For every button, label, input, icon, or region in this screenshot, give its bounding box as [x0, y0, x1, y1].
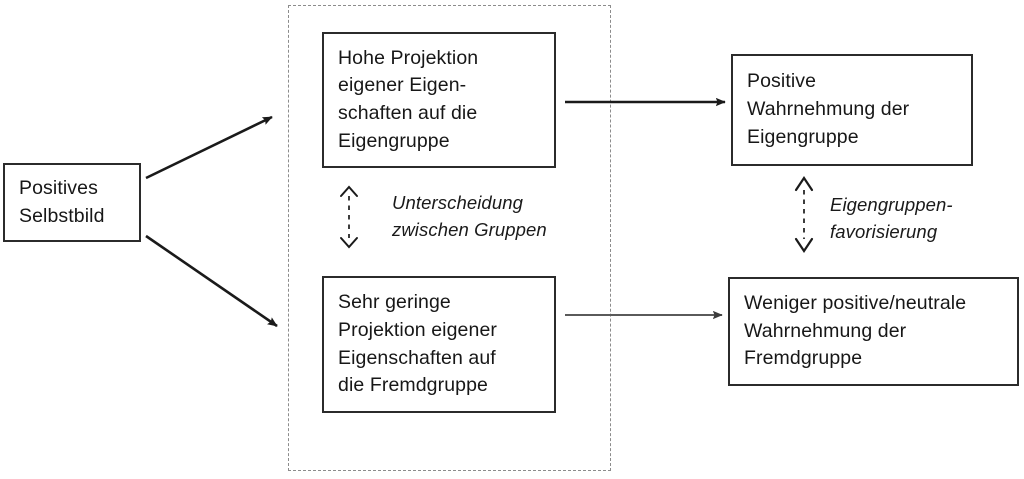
favoritism-arrowhead-down [794, 237, 814, 253]
node-positives-selbstbild-label: Positives Selbstbild [19, 176, 105, 227]
node-positive-wahrnehmung-eigengruppe: Positive Wahrnehmung der Eigengruppe [731, 54, 973, 166]
arrow-self-to-outgroup-projection [145, 234, 278, 328]
node-geringe-projektion-fremdgruppe: Sehr geringe Projektion eigener Eigensch… [322, 276, 556, 413]
node-geringe-projektion-fremdgruppe-label: Sehr geringe Projektion eigener Eigensch… [338, 291, 497, 397]
node-positives-selbstbild: Positives Selbstbild [3, 163, 141, 242]
edge-label-unterscheidung: Unterscheidung zwischen Gruppen [392, 192, 547, 240]
node-hohe-projektion-eigengruppe: Hohe Projektion eigener Eigen- schaften … [322, 32, 556, 168]
node-hohe-projektion-eigengruppe-label: Hohe Projektion eigener Eigen- schaften … [338, 46, 479, 152]
arrow-self-to-ingroup-projection [145, 115, 273, 180]
node-positive-wahrnehmung-eigengruppe-label: Positive Wahrnehmung der Eigengruppe [747, 70, 910, 148]
node-wahrnehmung-fremdgruppe-label: Weniger positive/neutrale Wahrnehmung de… [744, 291, 967, 370]
node-wahrnehmung-fremdgruppe: Weniger positive/neutrale Wahrnehmung de… [728, 277, 1019, 386]
edge-label-eigengruppenfavorisierung: Eigengruppen- favorisierung [830, 194, 953, 242]
favoritism-arrowhead-up [794, 176, 814, 192]
projection-group-frame [288, 5, 611, 471]
